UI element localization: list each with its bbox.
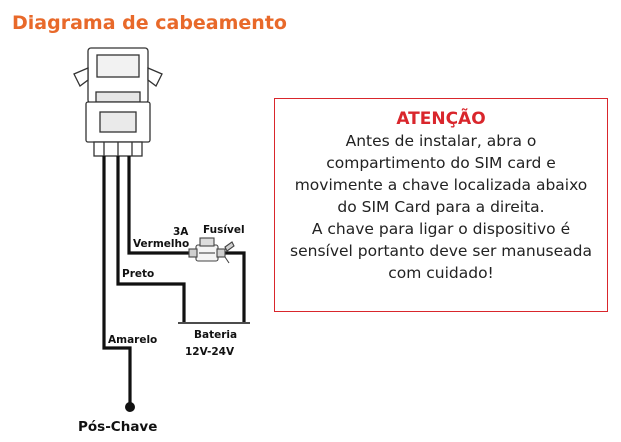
attention-box: ATENÇÃO Antes de instalar, abra o compar… — [274, 98, 608, 312]
connector — [73, 47, 163, 157]
red-wire-label: Vermelho — [133, 238, 190, 250]
attention-line: do SIM Card para a direita. — [337, 198, 545, 216]
voltage-label: 12V-24V — [185, 346, 235, 358]
black-wire-label: Preto — [122, 268, 155, 280]
attention-line: A chave para ligar o dispositivo é — [311, 220, 571, 238]
yellow-wire-label: Amarelo — [108, 334, 158, 346]
attention-text: Antes de instalar, abra o compartimento … — [283, 130, 599, 284]
attention-line: movimente a chave localizada abaixo — [294, 176, 588, 194]
fuse-icon — [188, 237, 235, 264]
wire-red-battery — [217, 251, 246, 322]
battery-label: Bateria — [194, 329, 238, 341]
fuse-rating-label: 3A — [173, 226, 189, 238]
page-title: Diagrama de cabeamento — [12, 12, 287, 34]
wire-red — [127, 156, 197, 255]
fuse-label: Fusível — [203, 224, 245, 236]
attention-line: com cuidado! — [388, 264, 494, 282]
attention-line: compartimento do SIM card e — [326, 154, 556, 172]
attention-line: sensível portanto deve ser manuseada — [290, 242, 592, 260]
wire-black — [116, 156, 186, 322]
wire-yellow — [102, 156, 132, 405]
ignition-terminal — [125, 402, 135, 412]
attention-title: ATENÇÃO — [396, 109, 486, 129]
attention-line: Antes de instalar, abra o — [345, 132, 537, 150]
ignition-label: Pós-Chave — [78, 419, 158, 435]
